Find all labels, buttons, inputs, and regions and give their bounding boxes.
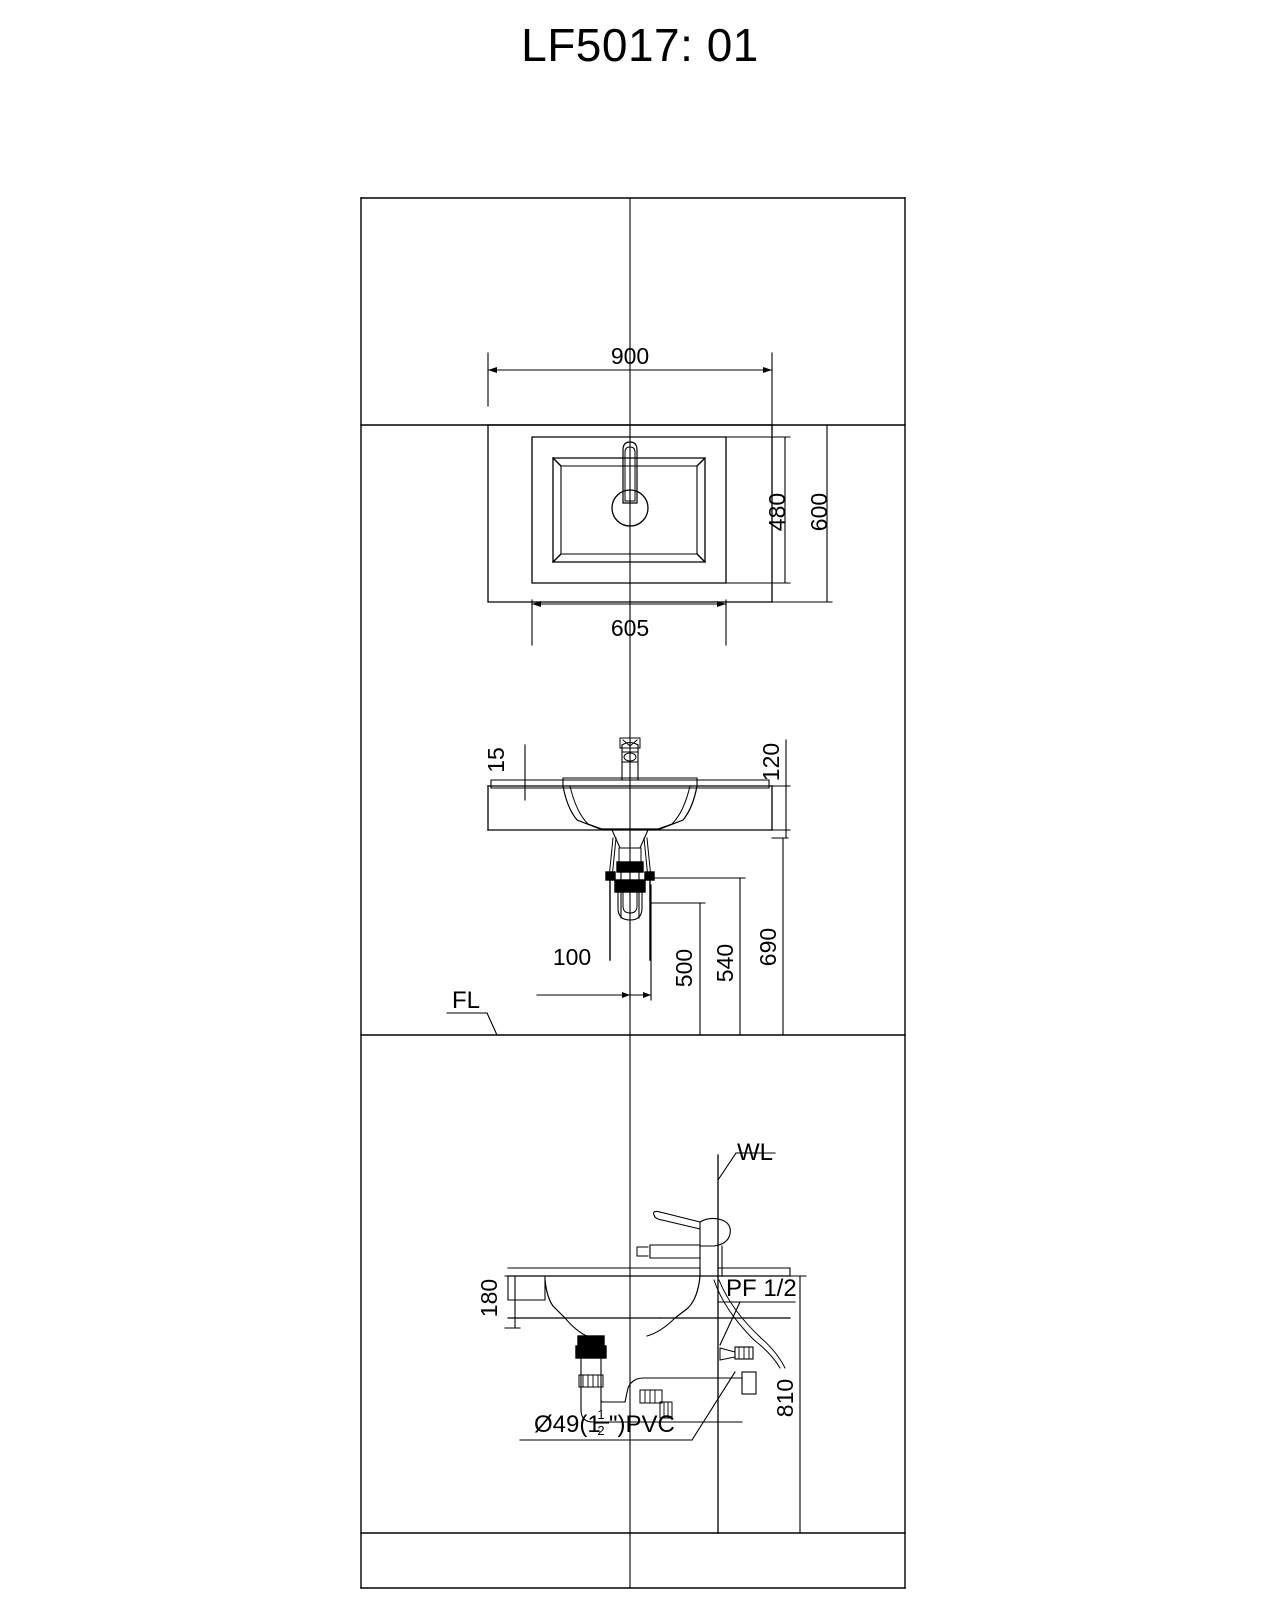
label-waste-pipe: Ø49(1 1 2 ")PVC [534, 1407, 675, 1438]
plan-dimensions [487, 352, 833, 646]
label-waste-pipe-prefix: Ø49(1 [534, 1411, 601, 1438]
label-supply-connection: PF 1/2 [726, 1275, 797, 1302]
dim-section-100: 100 [553, 944, 591, 970]
page-title: LF5017: 01 [521, 19, 759, 71]
section-view-geometry [487, 737, 773, 961]
dim-section-500: 500 [671, 949, 697, 987]
section-dimensions [446, 739, 791, 1036]
label-floor-level: FL [452, 987, 480, 1014]
label-waste-pipe-fraction-denominator: 2 [597, 1423, 604, 1438]
label-wall-line: WL [737, 1139, 773, 1166]
dim-section-120: 120 [758, 743, 784, 781]
dim-section-15: 15 [483, 747, 509, 773]
dim-section-690: 690 [755, 928, 781, 966]
dim-plan-605: 605 [611, 615, 649, 641]
dim-section-540: 540 [712, 944, 738, 982]
side-view-geometry [507, 1154, 791, 1534]
side-dimensions [504, 1152, 807, 1534]
dim-side-810: 810 [772, 1379, 798, 1417]
label-waste-pipe-suffix: ")PVC [609, 1411, 675, 1438]
dim-plan-480: 480 [764, 493, 790, 531]
dim-side-180: 180 [476, 1279, 502, 1317]
dim-plan-600: 600 [806, 493, 832, 531]
dim-plan-900: 900 [611, 343, 649, 369]
frame-grid [360, 197, 906, 1589]
label-waste-pipe-fraction-numerator: 1 [597, 1407, 604, 1422]
